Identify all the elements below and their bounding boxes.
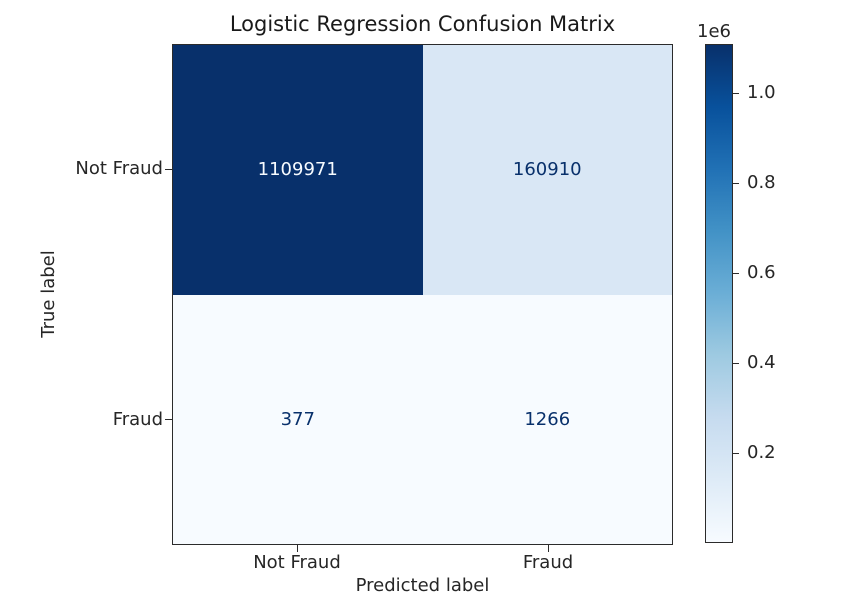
y-tick-mark [165, 169, 172, 170]
colorbar-tick-mark [733, 273, 739, 274]
colorbar-tick-mark [733, 363, 739, 364]
chart-title: Logistic Regression Confusion Matrix [229, 12, 616, 36]
colorbar [705, 44, 733, 543]
colorbar-tick-label: 0.4 [747, 352, 776, 373]
confusion-matrix-heatmap: 1109971 160910 377 1266 [172, 44, 673, 545]
colorbar-tick-mark [733, 453, 739, 454]
matrix-cell-fn: 377 [173, 294, 423, 544]
x-tick-mark [548, 545, 549, 552]
colorbar-tick-mark [733, 183, 739, 184]
colorbar-tick-label: 0.6 [747, 262, 776, 283]
y-tick-label-not-fraud: Not Fraud [75, 158, 163, 179]
x-tick-label-fraud: Fraud [522, 552, 574, 573]
x-tick-label-not-fraud: Not Fraud [253, 552, 341, 573]
colorbar-tick-label: 1.0 [747, 82, 776, 103]
x-axis-label: Predicted label [355, 575, 490, 596]
matrix-cell-tp: 1266 [422, 294, 672, 544]
colorbar-tick-label: 0.8 [747, 172, 776, 193]
matrix-cell-fp: 160910 [422, 45, 672, 295]
colorbar-tick-label: 0.2 [747, 442, 776, 463]
colorbar-tick-mark [733, 93, 739, 94]
y-tick-mark [165, 419, 172, 420]
y-tick-label-fraud: Fraud [112, 409, 163, 430]
x-tick-mark [297, 545, 298, 552]
matrix-cell-tn: 1109971 [173, 45, 423, 295]
y-axis-label: True label [38, 250, 59, 338]
colorbar-offset-label: 1e6 [697, 21, 731, 42]
